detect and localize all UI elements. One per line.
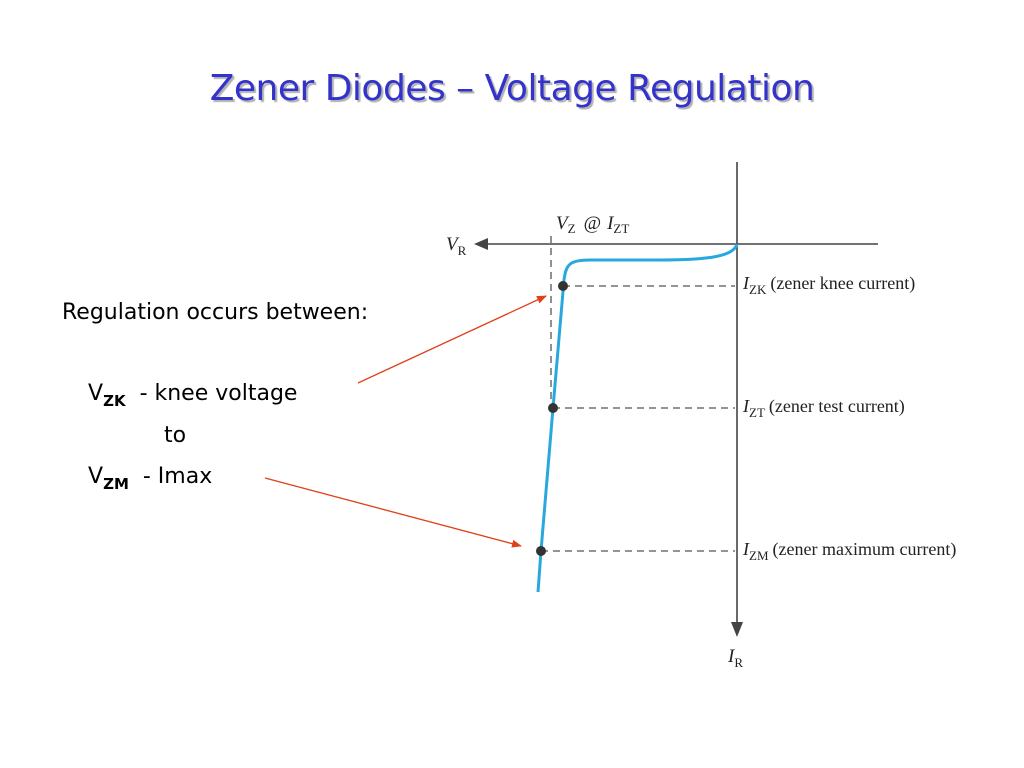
intro-text: Regulation occurs between: bbox=[62, 300, 369, 325]
izt-point bbox=[548, 403, 558, 413]
ir-arrowhead bbox=[731, 622, 743, 637]
zener-curve bbox=[536, 243, 739, 593]
izk-point bbox=[558, 281, 568, 291]
vr-arrowhead bbox=[474, 238, 488, 250]
to-text: to bbox=[164, 423, 187, 448]
izk-label: IZK(zener knee current) bbox=[742, 273, 915, 297]
vzk-description: - knee voltage bbox=[139, 381, 298, 406]
vz-at-izt-label: VZ@IZT bbox=[556, 213, 629, 236]
vr-axis-label: VR bbox=[446, 234, 467, 258]
izm-point bbox=[536, 546, 546, 556]
vzk-pointer-arrow bbox=[357, 295, 547, 384]
vzm-line: VZM - Imax bbox=[88, 464, 213, 493]
izm-label: IZM(zener maximum current) bbox=[742, 539, 956, 563]
izt-label: IZT(zener test current) bbox=[742, 396, 905, 420]
vzm-description: - Imax bbox=[142, 464, 213, 489]
slide-title: Zener Diodes – Voltage Regulation bbox=[209, 68, 815, 109]
vzm-letter: V bbox=[88, 464, 104, 489]
vzm-subscript: ZM bbox=[103, 475, 129, 493]
vzk-subscript: ZK bbox=[103, 392, 126, 410]
vzm-pointer-arrow bbox=[264, 477, 522, 548]
vzk-line: VZK - knee voltage bbox=[88, 381, 298, 410]
vzk-letter: V bbox=[88, 381, 104, 406]
ir-axis-label: IR bbox=[727, 646, 743, 670]
